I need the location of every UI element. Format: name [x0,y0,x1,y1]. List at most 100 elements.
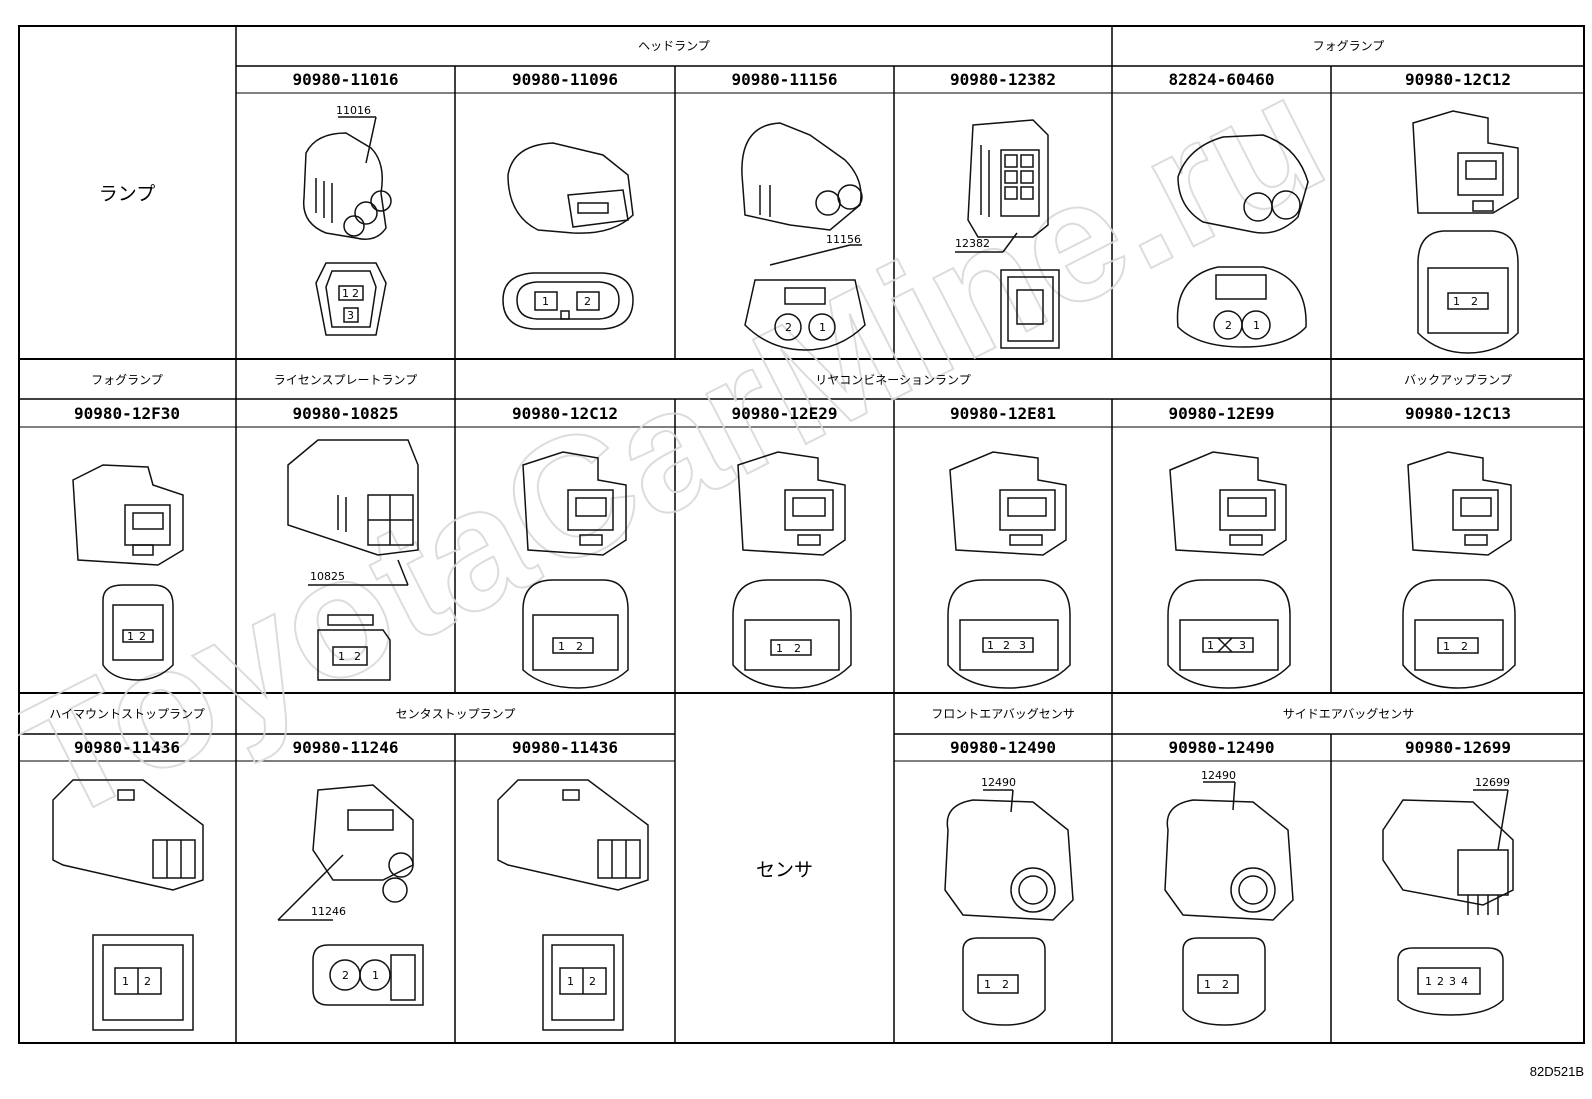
group-side-airbag-sensor: サイドエアバッグセンサ [1282,707,1415,721]
svg-text:12490: 12490 [981,776,1016,789]
svg-text:3: 3 [1239,639,1246,652]
svg-text:1: 1 [984,978,991,991]
svg-text:12382: 12382 [955,237,990,250]
svg-text:1: 1 [567,975,574,988]
svg-text:2: 2 [139,630,146,643]
part-number: 90980-12699 [1405,738,1511,757]
svg-text:1: 1 [127,630,134,643]
svg-text:1: 1 [338,650,345,663]
part-number: 90980-10825 [292,403,399,423]
group-license-plate-lamp: ライセンスプレートランプ [273,372,418,387]
svg-text:2: 2 [1222,978,1229,991]
svg-text:2: 2 [144,975,151,988]
svg-text:11156: 11156 [826,233,861,246]
figure-code: 82D521B [1529,1064,1584,1079]
part-number: 90980-12490 [1168,738,1275,757]
connector-drawing: 12382 [953,105,1063,355]
group-high-mount-stop-lamp: ハイマウントストップランプ [49,707,205,721]
part-number: 90980-12C13 [1405,403,1511,423]
svg-text:1: 1 [1207,639,1214,652]
group-fog-lamp: フォグランプ [1312,39,1385,53]
category-sensor: センサ [755,859,813,881]
svg-text:11016: 11016 [336,104,371,117]
svg-text:2: 2 [794,642,801,655]
part-number: 90980-12C12 [512,403,618,423]
svg-text:2: 2 [1002,978,1009,991]
svg-text:2: 2 [785,321,792,334]
svg-text:3: 3 [1019,639,1026,652]
group-rear-combination-lamp: リヤコンビネーションランプ [815,372,971,387]
group-center-stop-lamp: センタストップランプ [395,707,516,721]
part-number: 90980-11016 [292,70,399,89]
group-head-lamp: ヘッドランプ [638,39,710,53]
connector-table: ToyotaCarMine.ru ランプ ヘッドランプ フォグランプ 90980… [18,25,1585,1044]
svg-text:12699: 12699 [1475,776,1510,789]
svg-text:2: 2 [584,295,591,308]
part-number: 90980-12E29 [731,403,838,423]
part-number: 90980-12E81 [950,403,1056,423]
part-number: 90980-12E99 [1168,403,1275,423]
part-number: 82824-60460 [1168,70,1275,89]
svg-text:1: 1 [1453,295,1460,308]
part-number: 90980-11436 [74,738,180,757]
svg-text:1: 1 [776,642,783,655]
group-fog-lamp: フォグランプ [91,372,163,387]
svg-text:1: 1 [1425,975,1432,988]
category-lamp: ランプ [98,182,156,205]
svg-text:1: 1 [122,975,129,988]
part-number: 90980-11156 [731,70,838,89]
part-number: 90980-11096 [512,70,618,89]
svg-text:2: 2 [589,975,596,988]
group-backup-lamp: バックアップランプ [1404,372,1512,387]
part-number: 90980-11436 [512,738,618,757]
svg-text:2: 2 [1225,319,1232,332]
svg-text:2: 2 [352,287,359,300]
part-number: 90980-12C12 [1405,70,1511,89]
svg-text:2: 2 [354,650,361,663]
svg-text:4: 4 [1461,975,1468,988]
svg-text:1: 1 [558,640,565,653]
part-number: 90980-12F30 [74,403,180,423]
svg-text:10825: 10825 [310,570,345,583]
part-number: 90980-12382 [950,70,1056,89]
svg-text:2: 2 [576,640,583,653]
svg-text:2: 2 [342,969,349,982]
svg-text:1: 1 [1443,640,1450,653]
svg-text:2: 2 [1471,295,1478,308]
svg-text:1: 1 [987,639,994,652]
svg-text:11246: 11246 [311,905,346,918]
svg-text:3: 3 [347,309,354,322]
part-number: 90980-12490 [950,738,1056,757]
watermark: ToyotaCarMine.ru [18,37,1352,859]
table-grid [18,25,1585,1044]
svg-text:1: 1 [819,321,826,334]
svg-text:1: 1 [1204,978,1211,991]
part-number: 90980-11246 [292,738,399,757]
svg-text:2: 2 [1461,640,1468,653]
svg-text:2: 2 [1437,975,1444,988]
svg-text:1: 1 [1253,319,1260,332]
svg-text:1: 1 [542,295,549,308]
svg-text:1: 1 [372,969,379,982]
connector-drawing: 2 1 11246 [273,770,433,1040]
svg-text:2: 2 [1003,639,1010,652]
group-front-airbag-sensor: フロントエアバッグセンサ [931,707,1075,721]
svg-text:1: 1 [342,287,349,300]
svg-text:3: 3 [1449,975,1456,988]
svg-text:12490: 12490 [1201,769,1236,782]
